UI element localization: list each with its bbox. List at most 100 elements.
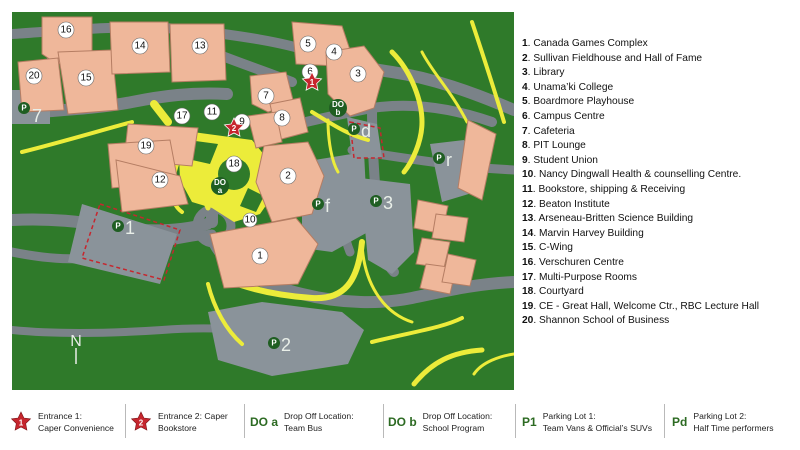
legend-item-label: Beaton Institute bbox=[539, 198, 610, 210]
legend-item[interactable]: 9. Student Union bbox=[522, 154, 598, 166]
legend-item[interactable]: 19. CE - Great Hall, Welcome Ctr., RBC L… bbox=[522, 300, 760, 312]
svg-text:DO: DO bbox=[214, 178, 226, 187]
building-marker-18[interactable]: 18 bbox=[225, 155, 243, 173]
building-marker-11[interactable]: 11 bbox=[203, 103, 221, 121]
key-divider bbox=[515, 404, 516, 438]
legend-item[interactable]: 5. Boardmore Playhouse bbox=[522, 96, 635, 108]
campus-map[interactable]: 1 2 3 4 5 6 7 8 9 10 11 12 13 14 15 16 1… bbox=[12, 12, 514, 390]
svg-text:P: P bbox=[373, 197, 379, 206]
svg-text:2: 2 bbox=[281, 335, 291, 355]
svg-text:3: 3 bbox=[383, 193, 393, 213]
legend-item-number: 8 bbox=[522, 140, 528, 152]
entrance-1-star-icon[interactable]: 1 bbox=[301, 71, 323, 91]
legend-item[interactable]: 10. Nancy Dingwall Health & counselling … bbox=[522, 169, 742, 181]
legend-item-label: Library bbox=[533, 67, 565, 79]
legend-item-label: Verschuren Centre bbox=[539, 256, 624, 268]
legend-item[interactable]: 2. Sullivan Fieldhouse and Hall of Fame bbox=[522, 52, 703, 64]
legend-item[interactable]: 6. Campus Centre bbox=[522, 110, 605, 122]
legend-item[interactable]: 11. Bookstore, shipping & Receiving bbox=[522, 183, 686, 195]
dropoff-markers: DOa DOb bbox=[211, 99, 347, 195]
dropoff-marker-b[interactable]: DOb bbox=[329, 99, 347, 117]
building-marker-8[interactable]: 8 bbox=[273, 109, 291, 127]
entrance-markers: 1 2 bbox=[223, 71, 323, 137]
legend-item[interactable]: 18. Courtyard bbox=[522, 286, 584, 298]
legend-item[interactable]: 8. PIT Lounge bbox=[522, 140, 586, 152]
building-marker-14[interactable]: 14 bbox=[131, 37, 149, 55]
key-dropoff-b: DO b Drop Off Location: School Program bbox=[388, 402, 492, 442]
key-dropoff-a-label: Drop Off Location: Team Bus bbox=[284, 411, 354, 433]
dropoff-b-symbol: DO b bbox=[388, 415, 417, 429]
legend-item-label: Nancy Dingwall Health & counselling Cent… bbox=[539, 169, 742, 181]
legend-item[interactable]: 15. C-Wing bbox=[522, 242, 573, 254]
building-marker-7[interactable]: 7 bbox=[257, 87, 275, 105]
key-parking-d: Pd Parking Lot 2: Half Time performers bbox=[672, 402, 774, 442]
svg-text:P: P bbox=[271, 339, 277, 348]
parking-1-symbol: P1 bbox=[522, 415, 537, 429]
svg-text:P: P bbox=[351, 125, 357, 134]
svg-text:DO: DO bbox=[332, 100, 344, 109]
building-marker-5[interactable]: 5 bbox=[299, 35, 317, 53]
legend-item[interactable]: 13. Arseneau-Britten Science Building bbox=[522, 213, 694, 225]
building-marker-3[interactable]: 3 bbox=[349, 65, 367, 83]
legend-item[interactable]: 17. Multi-Purpose Rooms bbox=[522, 271, 637, 283]
legend-item-number: 7 bbox=[522, 125, 528, 137]
svg-text:7: 7 bbox=[263, 91, 269, 102]
building-marker-16[interactable]: 16 bbox=[57, 21, 75, 39]
legend-item-label: Bookstore, shipping & Receiving bbox=[538, 183, 686, 195]
legend-item-number: 3 bbox=[522, 67, 528, 79]
legend-item-label: Multi-Purpose Rooms bbox=[539, 271, 637, 283]
svg-text:11: 11 bbox=[207, 107, 218, 118]
legend-item[interactable]: 1. Canada Games Complex bbox=[522, 38, 648, 49]
legend-item[interactable]: 14. Marvin Harvey Building bbox=[522, 227, 644, 239]
star-icon: 2 bbox=[130, 411, 152, 433]
key-entrance-1: 1 Entrance 1: Caper Convenience bbox=[10, 402, 114, 442]
key-divider bbox=[244, 404, 245, 438]
key-entrance-1-label: Entrance 1: Caper Convenience bbox=[38, 411, 114, 433]
courtyard-lawn-b bbox=[240, 188, 264, 212]
key-dropoff-a: DO a Drop Off Location: Team Bus bbox=[250, 402, 354, 442]
key-divider bbox=[125, 404, 126, 438]
building-marker-4[interactable]: 4 bbox=[325, 43, 343, 61]
building-marker-17[interactable]: 17 bbox=[173, 107, 191, 125]
legend-item-number: 17 bbox=[522, 271, 534, 283]
legend-item-number: 20 bbox=[522, 315, 534, 327]
building-marker-10[interactable]: 10 bbox=[242, 212, 258, 228]
building-marker-15[interactable]: 15 bbox=[77, 69, 95, 87]
legend-item[interactable]: 16. Verschuren Centre bbox=[522, 256, 624, 268]
dropoff-marker-a[interactable]: DOa bbox=[211, 177, 229, 195]
legend-item-number: 13 bbox=[522, 213, 534, 225]
building-marker-19[interactable]: 19 bbox=[137, 137, 155, 155]
svg-text:1: 1 bbox=[310, 78, 315, 87]
legend-item-label: Canada Games Complex bbox=[533, 38, 648, 49]
key-divider bbox=[664, 404, 665, 438]
building-marker-1[interactable]: 1 bbox=[251, 247, 269, 265]
building-marker-12[interactable]: 12 bbox=[151, 171, 169, 189]
svg-text:1: 1 bbox=[125, 218, 135, 238]
building-marker-20[interactable]: 20 bbox=[25, 67, 43, 85]
entrance-2-star-icon[interactable]: 2 bbox=[223, 117, 245, 137]
legend-item-label: Marvin Harvey Building bbox=[539, 227, 644, 239]
legend-item[interactable]: 12. Beaton Institute bbox=[522, 198, 610, 210]
legend-item[interactable]: 4. Unama’ki College bbox=[522, 81, 614, 93]
building-marker-2[interactable]: 2 bbox=[279, 167, 297, 185]
svg-text:a: a bbox=[218, 186, 223, 195]
key-parking-1-label: Parking Lot 1: Team Vans & Official’s SU… bbox=[542, 411, 653, 433]
svg-text:17: 17 bbox=[176, 111, 188, 122]
buildings bbox=[17, 16, 497, 295]
building-legend: 1. Canada Games Complex 2. Sullivan Field… bbox=[522, 37, 798, 329]
legend-item[interactable]: 3. Library bbox=[522, 67, 565, 79]
legend-item-number: 15 bbox=[522, 242, 534, 254]
legend-item[interactable]: 7. Cafeteria bbox=[522, 125, 575, 137]
building-marker-13[interactable]: 13 bbox=[191, 37, 209, 55]
svg-text:1: 1 bbox=[19, 419, 24, 428]
legend-item-label: Sullivan Fieldhouse and Hall of Fame bbox=[533, 52, 703, 64]
legend-item[interactable]: 20. Shannon School of Business bbox=[522, 315, 670, 327]
